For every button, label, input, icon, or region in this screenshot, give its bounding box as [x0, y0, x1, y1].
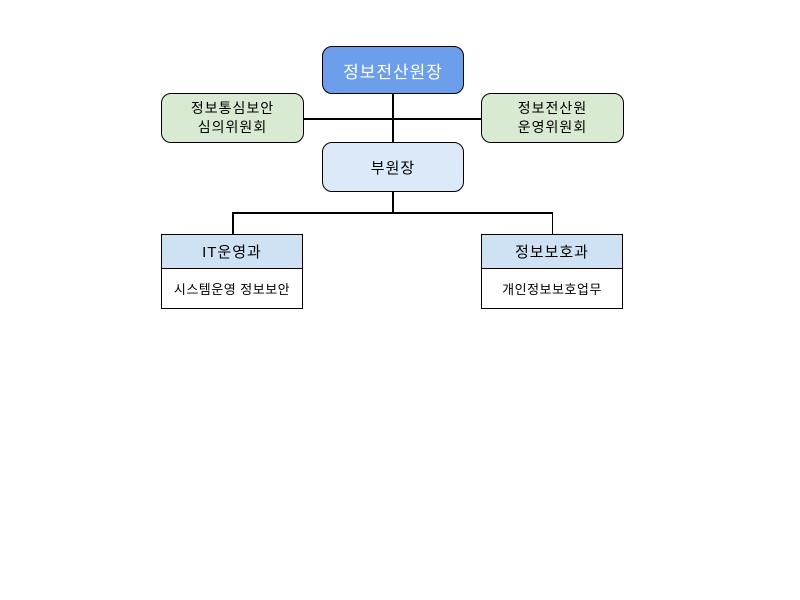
node-steering-committee-line1: 정보전산원	[517, 100, 588, 116]
node-deputy-director-label: 부원장	[370, 159, 416, 177]
node-director-label: 정보전산원장	[343, 62, 443, 82]
node-steering-committee-line2: 운영위원회	[517, 119, 588, 135]
node-info-protection-body: 개인정보보호업무	[482, 269, 622, 308]
node-steering-committee: 정보전산원 운영위원회	[481, 93, 624, 143]
node-info-protection: 정보보호과 개인정보보호업무	[481, 234, 623, 309]
node-security-committee-line1: 정보통심보안	[190, 100, 275, 116]
connector-deputy-branch	[392, 191, 394, 213]
node-it-operations-body: 시스템운영 정보보안	[162, 269, 302, 308]
node-it-operations: IT운영과 시스템운영 정보보안	[161, 234, 303, 309]
connector-branch-info-protection	[551, 212, 553, 235]
connector-branch-it-operations	[232, 212, 234, 235]
node-security-committee-line2: 심의위원회	[197, 119, 268, 135]
node-info-protection-header: 정보보호과	[482, 235, 622, 269]
connector-branch-horizontal	[232, 212, 553, 214]
node-it-operations-header: IT운영과	[162, 235, 302, 269]
connector-committees	[303, 118, 482, 120]
node-deputy-director: 부원장	[322, 142, 464, 192]
node-director: 정보전산원장	[322, 46, 464, 94]
node-security-committee: 정보통심보안 심의위원회	[161, 93, 304, 143]
